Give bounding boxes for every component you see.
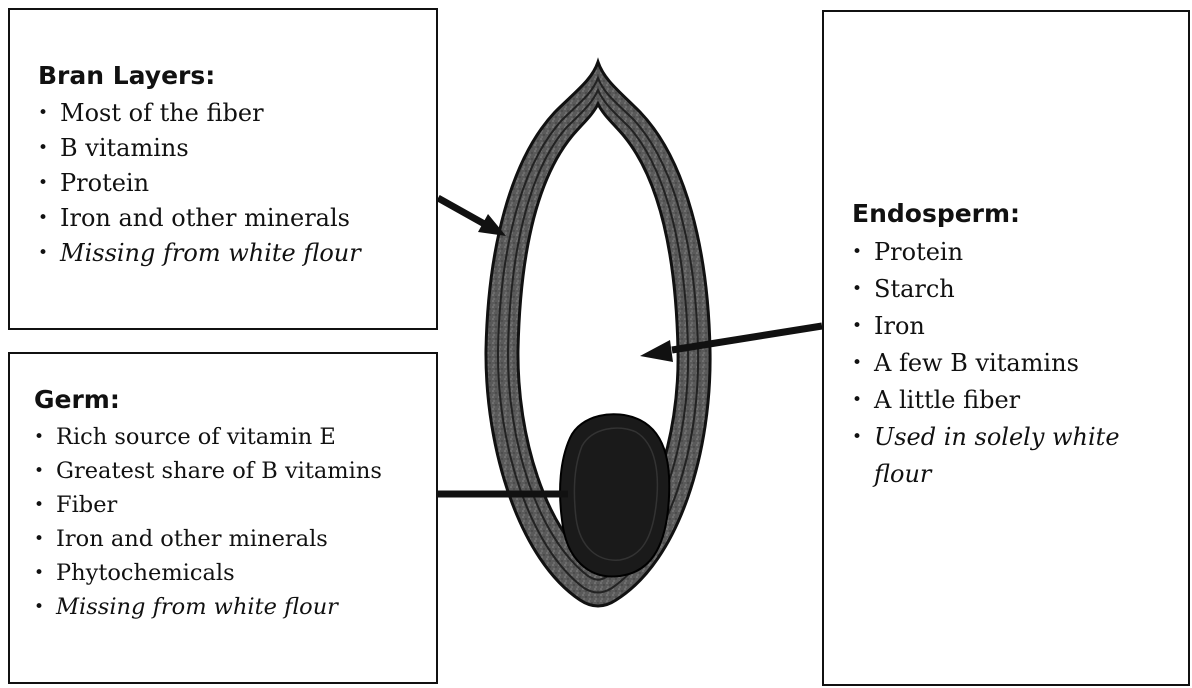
bullet-icon: •: [852, 382, 874, 419]
bullet-icon: •: [34, 454, 56, 488]
list-item-label: A little fiber: [874, 382, 1020, 419]
bran-layer-line: [498, 78, 698, 593]
bran-layers-heading: Bran Layers:: [38, 60, 436, 92]
list-item: •Iron: [852, 308, 1122, 345]
endosperm-region: [518, 104, 678, 566]
list-item-label: Phytochemicals: [56, 556, 235, 590]
list-item-label: Rich source of vitamin E: [56, 420, 336, 454]
list-item: •Iron and other minerals: [34, 522, 436, 556]
list-item: •Starch: [852, 271, 1122, 308]
bullet-icon: •: [38, 131, 60, 166]
bran-layer: [486, 62, 710, 606]
bullet-icon: •: [852, 308, 874, 345]
germ-list: •Rich source of vitamin E •Greatest shar…: [34, 420, 436, 624]
endosperm-heading: Endosperm:: [852, 198, 1188, 230]
bran-arrow-head: [478, 214, 506, 236]
bullet-icon: •: [38, 236, 60, 271]
list-item: •Used in solely white flour: [852, 419, 1122, 493]
list-item: •Protein: [852, 234, 1122, 271]
bran-layers-list: •Most of the fiber •B vitamins •Protein …: [38, 96, 436, 271]
list-item: •Greatest share of B vitamins: [34, 454, 436, 488]
list-item-label: Greatest share of B vitamins: [56, 454, 382, 488]
list-item-label: Most of the fiber: [60, 96, 264, 131]
bullet-icon: •: [38, 201, 60, 236]
germ-box: Germ: •Rich source of vitamin E •Greates…: [8, 352, 438, 684]
list-item: •A little fiber: [852, 382, 1122, 419]
list-item: •Iron and other minerals: [38, 201, 436, 236]
bullet-icon: •: [34, 420, 56, 454]
list-item-label: Protein: [60, 166, 149, 201]
list-item-label: Missing from white flour: [60, 236, 361, 271]
list-item: •Rich source of vitamin E: [34, 420, 436, 454]
list-item-label: B vitamins: [60, 131, 189, 166]
list-item: •Protein: [38, 166, 436, 201]
bran-layers-box: Bran Layers: •Most of the fiber •B vitam…: [8, 8, 438, 330]
list-item: •Fiber: [34, 488, 436, 522]
bullet-icon: •: [852, 345, 874, 382]
list-item-label: Missing from white flour: [56, 590, 338, 624]
bullet-icon: •: [852, 419, 874, 493]
list-item-label: Iron and other minerals: [60, 201, 350, 236]
bullet-icon: •: [852, 271, 874, 308]
bran-layer-outer: [589, 282, 597, 500]
list-item: •Missing from white flour: [38, 236, 436, 271]
list-item-label: A few B vitamins: [874, 345, 1079, 382]
list-item-label: Iron: [874, 308, 925, 345]
bran-arrow-line: [438, 198, 488, 226]
list-item: •Phytochemicals: [34, 556, 436, 590]
bullet-icon: •: [852, 234, 874, 271]
list-item-label: Iron and other minerals: [56, 522, 328, 556]
germ-heading: Germ:: [34, 384, 436, 416]
germ-inner-ring: [574, 428, 657, 560]
bullet-icon: •: [34, 522, 56, 556]
bran-layer-line: [508, 90, 688, 580]
list-item-label: Protein: [874, 234, 963, 271]
endosperm-list: •Protein •Starch •Iron •A few B vitamins…: [852, 234, 1122, 493]
list-item: •A few B vitamins: [852, 345, 1122, 382]
bullet-icon: •: [34, 488, 56, 522]
list-item: •Most of the fiber: [38, 96, 436, 131]
list-item-label: Fiber: [56, 488, 117, 522]
endosperm-arrow-line: [672, 326, 822, 350]
endosperm-arrow-head: [640, 340, 673, 362]
list-item-label: Starch: [874, 271, 955, 308]
bullet-icon: •: [38, 166, 60, 201]
bullet-icon: •: [38, 96, 60, 131]
bullet-icon: •: [34, 556, 56, 590]
list-item: •Missing from white flour: [34, 590, 436, 624]
bullet-icon: •: [34, 590, 56, 624]
list-item: •B vitamins: [38, 131, 436, 166]
list-item-label: Used in solely white flour: [874, 419, 1122, 493]
germ-region: [560, 414, 669, 576]
endosperm-box: Endosperm: •Protein •Starch •Iron •A few…: [822, 10, 1190, 686]
